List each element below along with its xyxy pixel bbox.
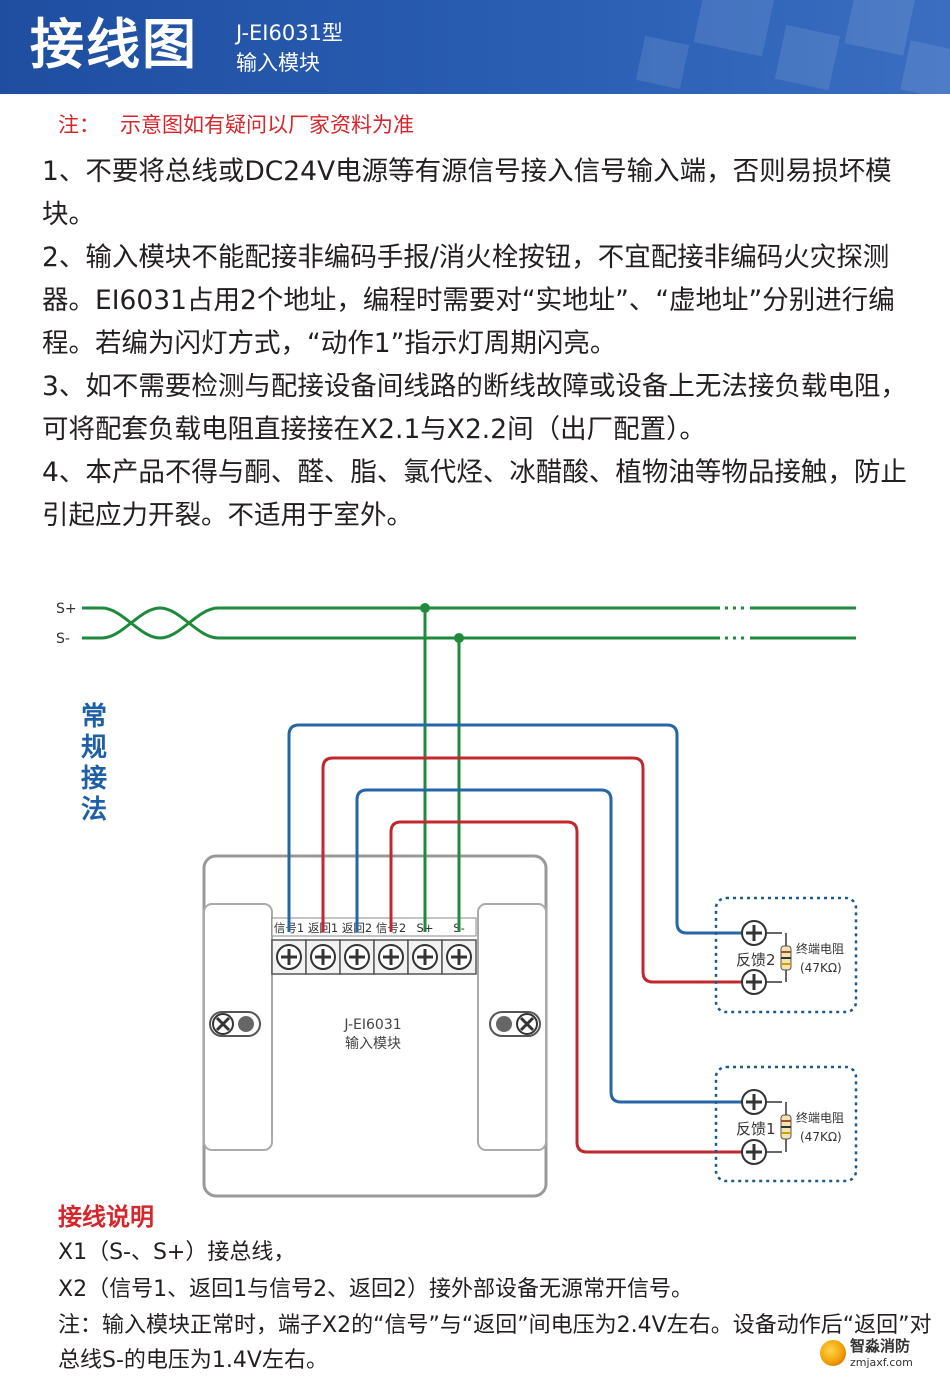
bus-label-s-minus: S- xyxy=(56,631,70,647)
decor-cube xyxy=(693,0,777,57)
feedback-screw-icon xyxy=(740,968,768,996)
disclaimer-text: 示意图如有疑问以厂家资料为准 xyxy=(120,113,414,137)
module-model-label: J-EI6031 xyxy=(343,1017,401,1033)
wire-return2 xyxy=(389,820,742,1154)
terminal-screw-icon xyxy=(445,943,473,971)
terminal-block xyxy=(271,939,477,975)
feedback-label: 反馈2 xyxy=(736,951,776,969)
wiring-diagram: S+ S- 常 规 接 法 J-EI6031 输入模块 信号1 返回1 返回2 … xyxy=(56,601,858,1198)
instruction-item: 4、本产品不得与酮、醛、脂、氯代烃、冰醋酸、植物油等物品接触，防止引起应力开裂。… xyxy=(42,457,907,531)
terminal-screw-icon xyxy=(343,943,371,971)
instruction-item: 2、输入模块不能配接非编码手报/消火栓按钮，不宜配接非编码火灾探测器。EI603… xyxy=(42,242,895,359)
resistor-label: 终端电阻 xyxy=(796,941,844,956)
side-label-char: 常 xyxy=(81,702,107,732)
bus-lines xyxy=(82,606,856,640)
bus-label-s-plus: S+ xyxy=(56,601,77,617)
explanation-title: 接线说明 xyxy=(58,1203,154,1231)
wire-return1 xyxy=(321,756,742,984)
header-banner: 接线图 J-EI6031型 输入模块 xyxy=(0,0,950,94)
wire-signal1 xyxy=(287,723,742,935)
page-title: 接线图 xyxy=(30,13,198,76)
decor-cube xyxy=(774,24,841,91)
side-label-char: 法 xyxy=(81,795,107,825)
feedback-device-1: 反馈1 终端电阻 (47KΩ) xyxy=(714,1065,858,1183)
module-name-label: 输入模块 xyxy=(345,1036,401,1052)
resistor-label: 终端电阻 xyxy=(796,1110,844,1125)
feedback-device-2: 反馈2 终端电阻 (47KΩ) xyxy=(714,896,858,1014)
explanation-line: X1（S-、S+）接总线， xyxy=(58,1240,296,1265)
side-label-char: 规 xyxy=(81,733,107,763)
feedback-screw-icon xyxy=(740,1088,768,1116)
screw-x-icon xyxy=(211,1012,235,1036)
terminal-screw-icon xyxy=(411,943,439,971)
instructions-list: 1、不要将总线或DC24V电源等有源信号接入信号输入端，否则易损坏模块。 2、输… xyxy=(42,150,922,537)
terminal-screw-icon xyxy=(275,943,303,971)
resistor-value: (47KΩ) xyxy=(800,1130,842,1144)
resistor-value: (47KΩ) xyxy=(800,961,842,975)
disclaimer-note: 注： 示意图如有疑问以厂家资料为准 xyxy=(58,111,414,139)
screw-hole-icon xyxy=(238,1016,254,1032)
explanation-line: X2（信号1、返回1与信号2、返回2）接外部设备无源常开信号。 xyxy=(58,1277,694,1302)
terminal-screw-icon xyxy=(309,943,337,971)
watermark-url: zmjaxf.com xyxy=(850,1356,913,1369)
feedback-screw-icon xyxy=(740,919,768,947)
feedback-label: 反馈1 xyxy=(736,1120,776,1138)
explanation-line: 注：输入模块正常时，端子X2的“信号”与“返回”间电压为2.4V左右。设备动作后… xyxy=(58,1313,932,1373)
terminal-screw-icon xyxy=(377,943,405,971)
watermark-brand: 智淼消防 xyxy=(850,1337,911,1355)
disclaimer-label: 注： xyxy=(58,113,100,137)
wire-signal2 xyxy=(355,788,742,1104)
decor-cube xyxy=(635,35,690,90)
watermark-logo: 智淼消防 zmjaxf.com xyxy=(820,1336,930,1376)
page-subtitle: 输入模块 xyxy=(236,51,320,75)
instruction-item: 1、不要将总线或DC24V电源等有源信号接入信号输入端，否则易损坏模块。 xyxy=(42,156,892,230)
feedback-screw-icon xyxy=(740,1138,768,1166)
decor-cube xyxy=(900,40,950,94)
flame-logo-icon xyxy=(820,1340,846,1366)
instruction-item: 3、如不需要检测与配接设备间线路的断线故障或设备上无法接负载电阻，可将配套负载电… xyxy=(42,371,907,445)
model-number: J-EI6031型 xyxy=(236,21,343,45)
side-label-char: 接 xyxy=(81,764,107,794)
screw-x-icon xyxy=(515,1012,539,1036)
decor-cube xyxy=(844,0,916,56)
screw-hole-icon xyxy=(496,1016,512,1032)
